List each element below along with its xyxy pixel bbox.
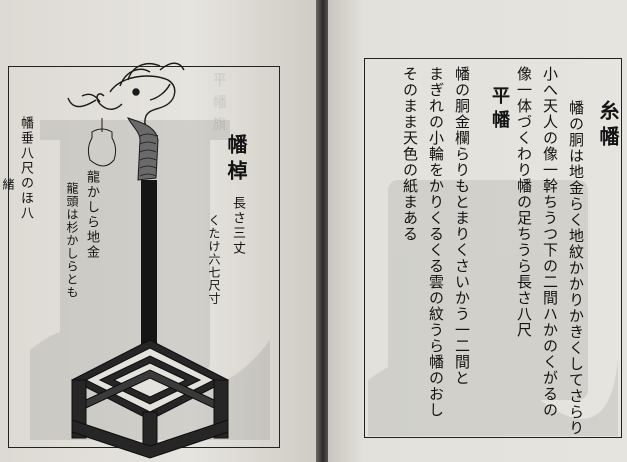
label-length: 長さ三丈	[230, 196, 245, 256]
text-column-3: 像一体づくわり幡の足ちうら長さ八尺	[515, 66, 533, 338]
book-gutter	[316, 0, 330, 462]
dragon-neck	[127, 117, 159, 181]
pole	[141, 180, 157, 362]
text-column-6: そのまま天色の紙まある	[401, 66, 419, 242]
flag-pole-illustration	[30, 62, 270, 459]
hanging-vase	[87, 118, 117, 167]
text-column-1: 幡の胴は地金らく地紋かかりかきくしてさらり	[567, 100, 585, 436]
left-page: 平 幡 旗	[0, 0, 318, 462]
text-column-4: 幡の胴金欄らりもとまりくさいかう一二間と	[453, 66, 471, 386]
label-flag-pole: 幡棹	[224, 134, 248, 186]
label-side: 幡垂八尺のほ八	[18, 116, 33, 221]
label-dragon: 龍かしら地金	[84, 170, 99, 260]
bleed-through-text: 平 幡 旗	[210, 72, 227, 133]
label-side-note: 緒	[1, 178, 15, 191]
heading-ito-hata: 糸幡	[596, 100, 620, 152]
label-length-note: くたけ六七尺寸	[207, 214, 221, 305]
dragon-head	[67, 62, 185, 137]
lattice-stand	[70, 339, 230, 459]
bleed-through-image	[368, 180, 618, 436]
text-column-5: まぎれの小輪をかりくるくる雲の紋うら幡のおし	[427, 66, 445, 418]
right-page: 糸幡 幡の胴は地金らく地紋かかりかきくしてさらり 小へ天人の像一幹ちうつ下の二間…	[328, 0, 627, 462]
heading-hira-hata: 平幡	[489, 86, 510, 134]
label-dragon-note: 龍頭は杉かしらとも	[65, 182, 79, 299]
text-column-2: 小へ天人の像一幹ちうつ下の二間ハかのくがるの	[541, 66, 559, 418]
text-frame	[364, 58, 622, 438]
